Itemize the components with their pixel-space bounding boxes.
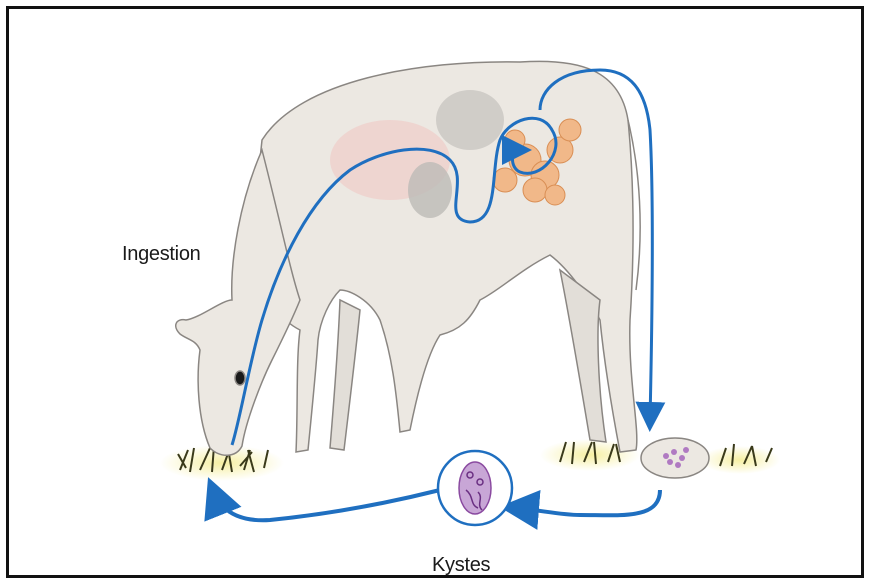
cow-eye [235,371,245,385]
abomasum [408,162,452,218]
cyst-magnified [438,451,512,525]
stomach [436,90,504,150]
feces-with-cysts [641,438,709,478]
cow-front-leg [330,300,360,450]
environment-arrow-right [515,490,660,515]
cow [176,61,640,455]
cysts-label: Kystes [432,554,490,577]
ingestion-label: Ingestion [122,243,200,266]
environment-arrow-left [214,490,440,520]
